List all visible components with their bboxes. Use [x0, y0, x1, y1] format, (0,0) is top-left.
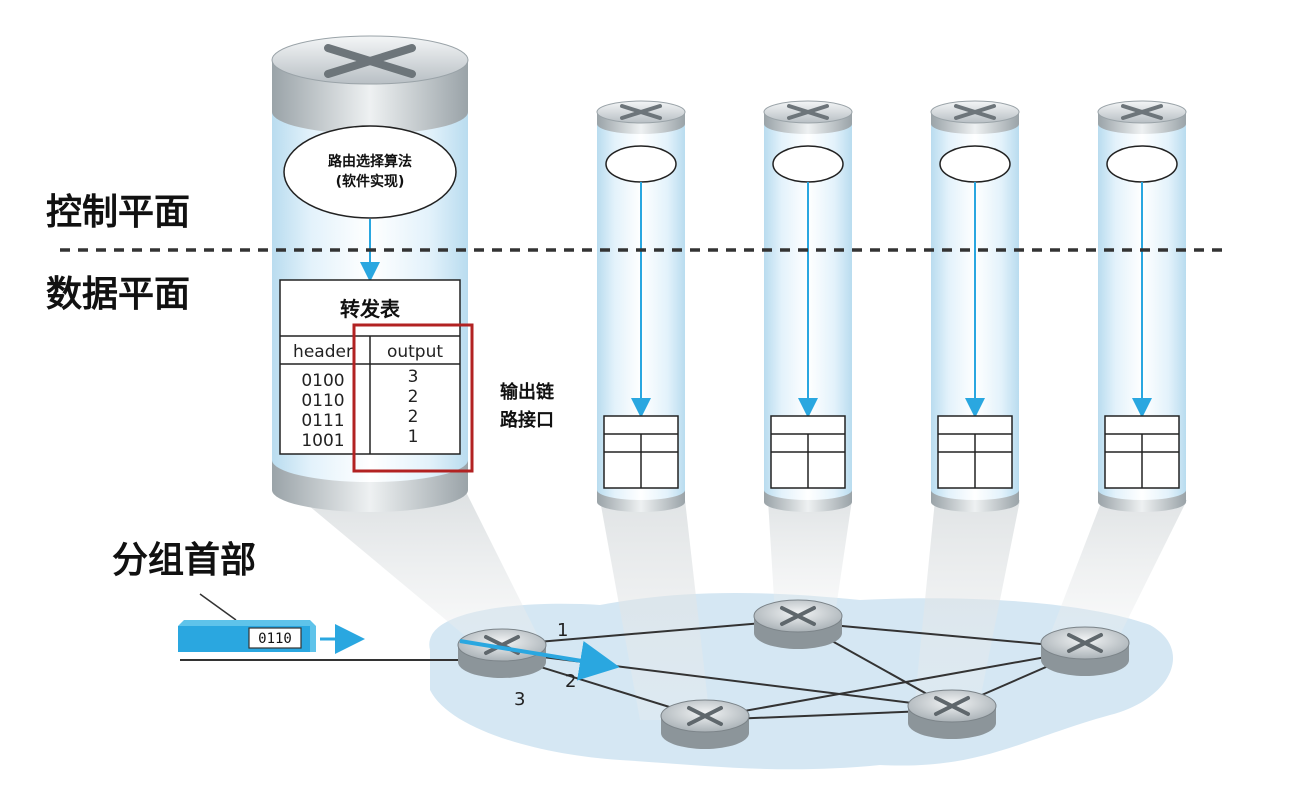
- flow-table-icon: [1104, 415, 1180, 489]
- router-x-icon: [934, 696, 970, 716]
- small-router-cylinder: [1097, 100, 1187, 512]
- router-x-icon: [1121, 104, 1163, 120]
- projection-beam: [1050, 500, 1187, 635]
- forwarding-table-title: 转发表: [340, 297, 401, 321]
- output-link-label-line2: 路接口: [500, 409, 554, 431]
- network-router: [907, 689, 997, 739]
- small-router-cylinder: [930, 100, 1020, 512]
- port-label-2: 2: [565, 671, 576, 692]
- network-router: [753, 599, 843, 649]
- router-x-icon: [954, 104, 996, 120]
- router-x-icon: [780, 606, 816, 626]
- projection-beam: [600, 500, 710, 720]
- packet-header-pointer: [199, 593, 237, 621]
- output-column-highlight: [352, 323, 474, 473]
- row-header: 0111: [301, 411, 344, 431]
- packet-header-label: 分组首部: [112, 540, 256, 581]
- column-header-output: output: [387, 342, 443, 362]
- projection-beam: [915, 500, 1020, 700]
- packet: [178, 620, 316, 652]
- port-label-1: 1: [557, 620, 568, 641]
- control-agent-ellipse: [772, 145, 844, 183]
- flow-table-icon: [937, 415, 1013, 489]
- row-output: 3: [408, 367, 419, 387]
- packet-header-value: 0110: [258, 631, 292, 647]
- network-router: [1040, 626, 1130, 676]
- port-label-3: 3: [514, 689, 525, 710]
- routing-algorithm-ellipse: [283, 125, 457, 219]
- row-output: 2: [408, 407, 419, 427]
- row-header: 1001: [301, 431, 344, 451]
- output-link-label-line1: 输出链: [500, 381, 555, 403]
- column-header-header: header: [293, 342, 353, 362]
- projection-beam: [768, 500, 852, 615]
- control-agent-ellipse: [939, 145, 1011, 183]
- control-agent-ellipse: [605, 145, 677, 183]
- control-plane-label: 控制平面: [46, 192, 190, 233]
- row-output: 2: [408, 387, 419, 407]
- router-x-icon: [1067, 633, 1103, 653]
- flow-table-icon: [603, 415, 679, 489]
- forwarding-table: [279, 279, 461, 455]
- small-router-cylinder: [596, 100, 686, 512]
- row-header: 0100: [301, 371, 344, 391]
- router-x-icon: [787, 104, 829, 120]
- router-x-icon: [324, 44, 416, 78]
- router-x-icon: [620, 104, 662, 120]
- flow-table-icon: [770, 415, 846, 489]
- projection-beam: [290, 490, 540, 640]
- algorithm-label-line1: 路由选择算法: [328, 153, 412, 170]
- forwarding-path-arrow: [459, 639, 620, 681]
- router-x-icon: [687, 706, 723, 726]
- data-plane-label: 数据平面: [46, 274, 190, 315]
- row-header: 0110: [301, 391, 344, 411]
- forwarding-table-rows: 0100 3 0110 2 0111 2 1001 1: [301, 367, 418, 451]
- network-router: [660, 699, 750, 749]
- small-router-cylinder: [763, 100, 853, 512]
- control-agent-ellipse: [1106, 145, 1178, 183]
- row-output: 1: [408, 427, 419, 447]
- algorithm-label-line2: (软件实现): [336, 173, 405, 190]
